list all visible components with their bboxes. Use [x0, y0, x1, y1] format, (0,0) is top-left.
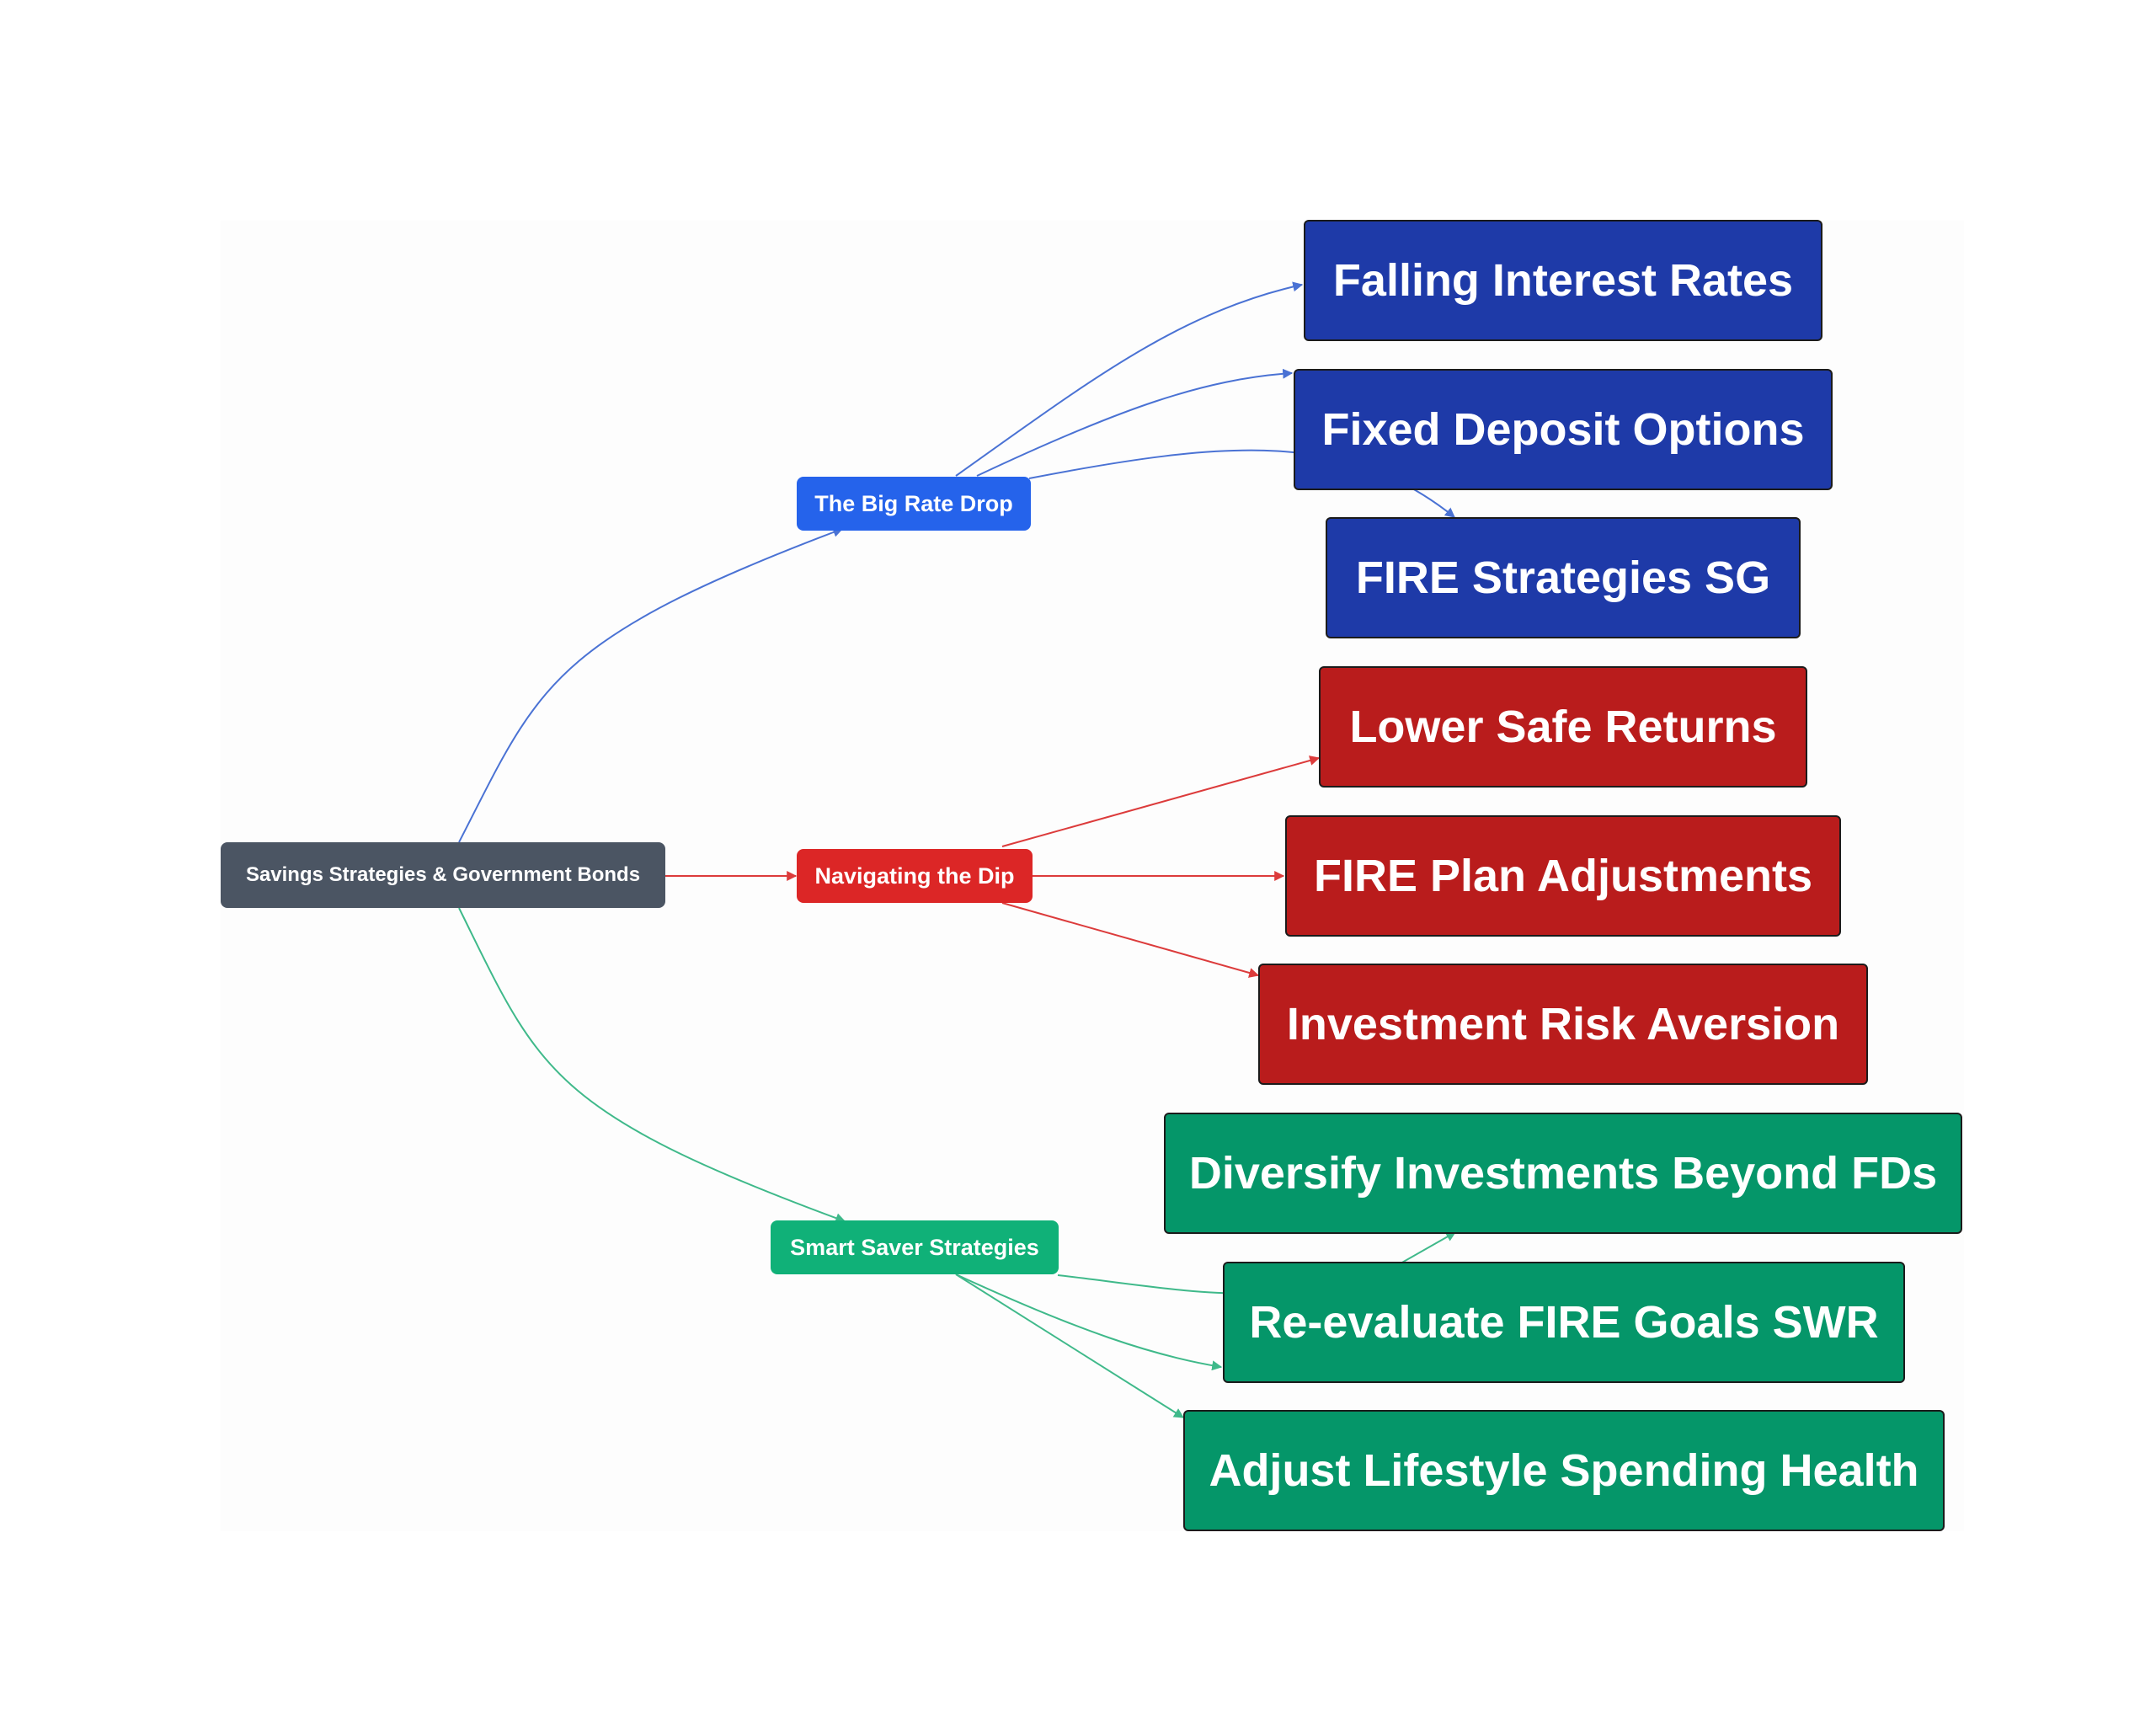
leaf-node-label: Lower Safe Returns: [1349, 702, 1777, 752]
edge-root-to-big-rate-drop: [458, 527, 844, 843]
leaf-node-re-evaluate-fire-goals[interactable]: Re-evaluate FIRE Goals SWR: [1223, 1262, 1905, 1383]
leaf-node-label: Fixed Deposit Options: [1321, 404, 1805, 455]
leaf-node-label: Diversify Investments Beyond FDs: [1188, 1148, 1938, 1199]
branch-node-big-rate-drop[interactable]: The Big Rate Drop: [797, 477, 1031, 531]
leaf-node-label: Re-evaluate FIRE Goals SWR: [1249, 1297, 1879, 1348]
leaf-node-label: FIRE Plan Adjustments: [1313, 851, 1813, 901]
leaf-node-fire-strategies-sg[interactable]: FIRE Strategies SG: [1326, 517, 1801, 638]
edge-dip-to-investment-risk-aversion: [1001, 902, 1260, 978]
leaf-node-lower-safe-returns[interactable]: Lower Safe Returns: [1319, 666, 1807, 788]
leaf-node-label: FIRE Strategies SG: [1355, 553, 1771, 603]
leaf-node-falling-interest-rates[interactable]: Falling Interest Rates: [1304, 220, 1822, 341]
leaf-node-diversify-investments[interactable]: Diversify Investments Beyond FDs: [1164, 1113, 1962, 1234]
branch-node-smart-saver-strategies[interactable]: Smart Saver Strategies: [771, 1220, 1059, 1274]
leaf-node-fixed-deposit-options[interactable]: Fixed Deposit Options: [1294, 369, 1833, 490]
branch-node-label: The Big Rate Drop: [814, 490, 1013, 516]
edge-smart-saver-to-re-evaluate: [955, 1273, 1223, 1371]
leaf-node-label: Falling Interest Rates: [1332, 255, 1794, 306]
edge-big-rate-drop-to-falling-interest-rates: [955, 281, 1304, 477]
leaf-node-label: Adjust Lifestyle Spending Health: [1209, 1445, 1919, 1496]
leaf-node-fire-plan-adjustments[interactable]: FIRE Plan Adjustments: [1285, 815, 1841, 937]
edge-big-rate-drop-to-fixed-deposit-options: [976, 368, 1294, 477]
root-node-label: Savings Strategies & Government Bonds: [245, 863, 641, 886]
edge-root-to-smart-saver: [458, 907, 846, 1223]
branch-node-label: Navigating the Dip: [814, 862, 1015, 889]
edge-smart-saver-to-adjust-lifestyle: [955, 1273, 1185, 1418]
branch-node-label: Smart Saver Strategies: [790, 1234, 1039, 1260]
leaf-node-adjust-lifestyle-spending[interactable]: Adjust Lifestyle Spending Health: [1183, 1410, 1945, 1531]
edge-dip-to-lower-safe-returns: [1001, 756, 1321, 847]
leaf-node-label: Investment Risk Aversion: [1286, 999, 1840, 1049]
root-node[interactable]: Savings Strategies & Government Bonds: [221, 842, 665, 908]
leaf-node-investment-risk-aversion[interactable]: Investment Risk Aversion: [1258, 964, 1868, 1085]
branch-node-navigating-the-dip[interactable]: Navigating the Dip: [797, 849, 1033, 903]
